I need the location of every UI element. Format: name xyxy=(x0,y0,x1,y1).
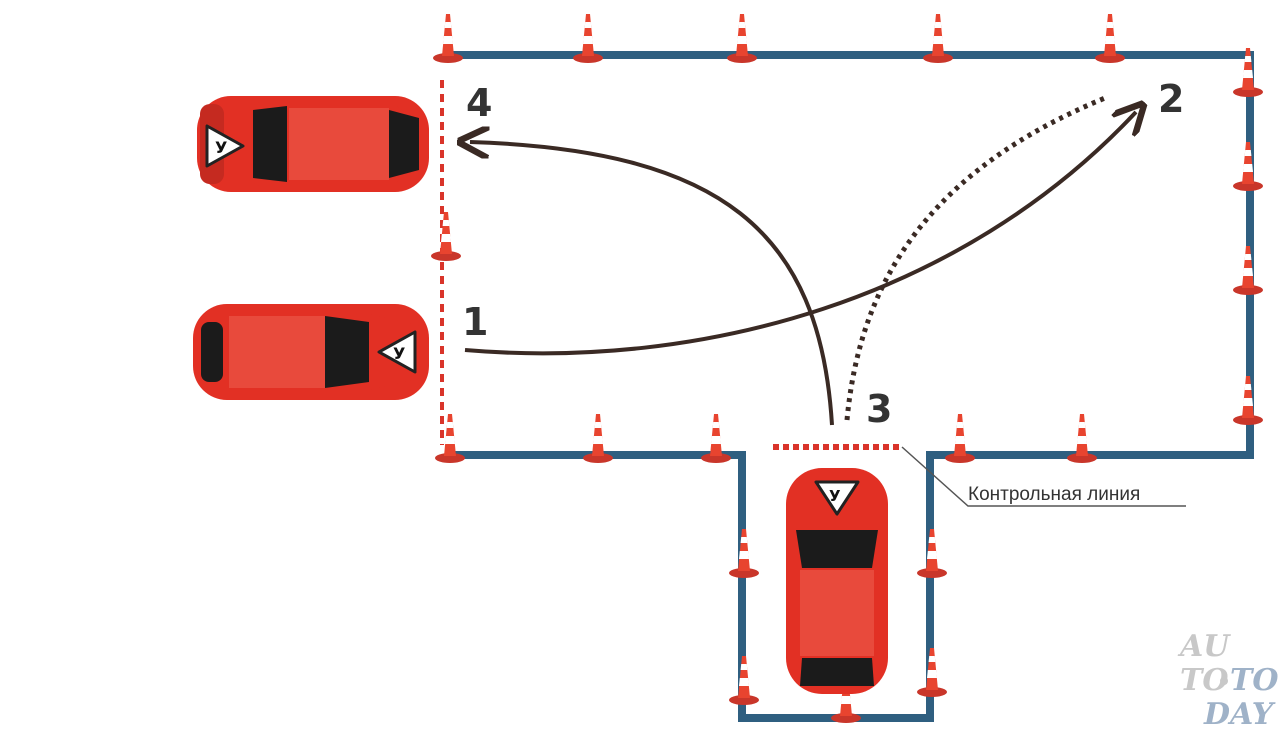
control-line-label: Контрольная линия xyxy=(968,484,1140,505)
svg-text:У: У xyxy=(393,344,405,363)
car-icon: У xyxy=(193,304,429,400)
watermark-dot xyxy=(1220,677,1228,685)
traffic-cone-icon xyxy=(945,414,975,463)
marker-3: 3 xyxy=(866,387,892,431)
traffic-cone-icon xyxy=(583,414,613,463)
car-icon: У xyxy=(786,468,888,694)
traffic-cone-icon xyxy=(433,14,463,63)
traffic-cone-icon xyxy=(435,414,465,463)
dotted-path-3-to-2 xyxy=(844,95,1106,421)
path-1-to-2 xyxy=(464,112,1136,356)
marker-1: 1 xyxy=(462,300,488,344)
traffic-cone-icon xyxy=(1233,246,1263,295)
traffic-cone-icon xyxy=(431,212,461,261)
traffic-cone-icon xyxy=(573,14,603,63)
svg-text:У: У xyxy=(215,138,227,157)
traffic-cone-icon xyxy=(1067,414,1097,463)
traffic-cone-icon xyxy=(701,414,731,463)
watermark-line2b: TO xyxy=(1230,663,1278,698)
path-3-to-4 xyxy=(470,142,834,426)
watermark-logo: AU TO TO DAY xyxy=(1177,629,1278,732)
learner-badge-icon: У xyxy=(205,124,245,168)
control-line: Контрольная линия xyxy=(773,444,1186,507)
traffic-cone-icon xyxy=(727,14,757,63)
traffic-cone-icon xyxy=(729,656,759,705)
marker-2: 2 xyxy=(1158,77,1184,121)
position-markers: 4 2 1 3 xyxy=(462,77,1184,431)
maneuver-paths xyxy=(464,95,1136,426)
course-boundary xyxy=(440,51,1254,722)
traffic-cone-icon xyxy=(1233,142,1263,191)
traffic-cone-icon xyxy=(917,648,947,697)
learner-badge-icon: У xyxy=(377,330,417,374)
traffic-cone-icon xyxy=(1233,376,1263,425)
marker-4: 4 xyxy=(466,81,492,125)
traffic-cone-icon xyxy=(923,14,953,63)
learner-badge-icon: У xyxy=(814,480,860,516)
traffic-cone-icon xyxy=(917,529,947,578)
traffic-cone-icon xyxy=(729,529,759,578)
watermark-line1: AU xyxy=(1177,629,1231,664)
svg-text:У: У xyxy=(829,487,841,505)
car-icon: У xyxy=(197,96,429,192)
traffic-cone-icon xyxy=(1095,14,1125,63)
watermark-line3: DAY xyxy=(1203,697,1276,732)
